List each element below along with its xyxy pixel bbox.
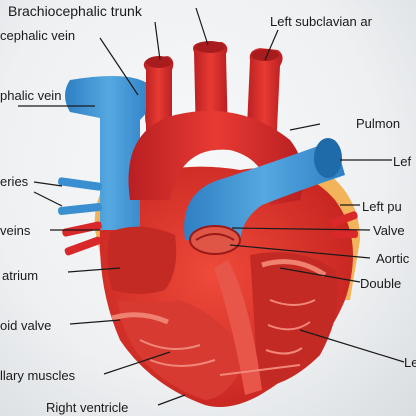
label-brachiocephalic-trunk: Brachiocephalic trunk [8,3,142,19]
label-left-subclavian-artery: Left subclavian ar [270,14,372,29]
leader-lines [18,7,405,406]
aortic-arch [128,110,304,205]
label-le: Le [404,355,416,370]
label-pulmonary: Pulmon [356,116,401,131]
right-pulmonary-vessels [330,211,358,238]
tricuspid-valve [111,312,169,325]
label-right-ventricle: Right ventricle [46,400,129,415]
label-veins: veins [0,223,31,238]
right-atrium [107,226,177,294]
pulmonary-trunk [184,140,345,245]
mitral-valve [261,259,327,278]
right-ventricle [118,300,245,400]
left-pulmonary-vessels [57,177,103,256]
label-atrium: atrium [2,268,39,283]
interventricular-septum [214,260,262,395]
label-valve: Valve [373,223,405,238]
label-cephalic-vein: cephalic vein [0,28,76,43]
label-tricuspid-valve: oid valve [0,318,52,333]
label-aortic: Aortic [376,251,410,266]
label-double: Double [360,276,402,291]
left-ventricle [250,252,338,388]
label-papillary-muscles: llary muscles [0,368,76,383]
label-arteries: eries [0,174,29,189]
label-left-pulmonary: Left pu [362,199,402,214]
aortic-valve [189,225,241,255]
label-phalic-vein: phalic vein [0,88,62,103]
muscle-striations [139,299,316,376]
label-lef: Lef [393,154,412,169]
